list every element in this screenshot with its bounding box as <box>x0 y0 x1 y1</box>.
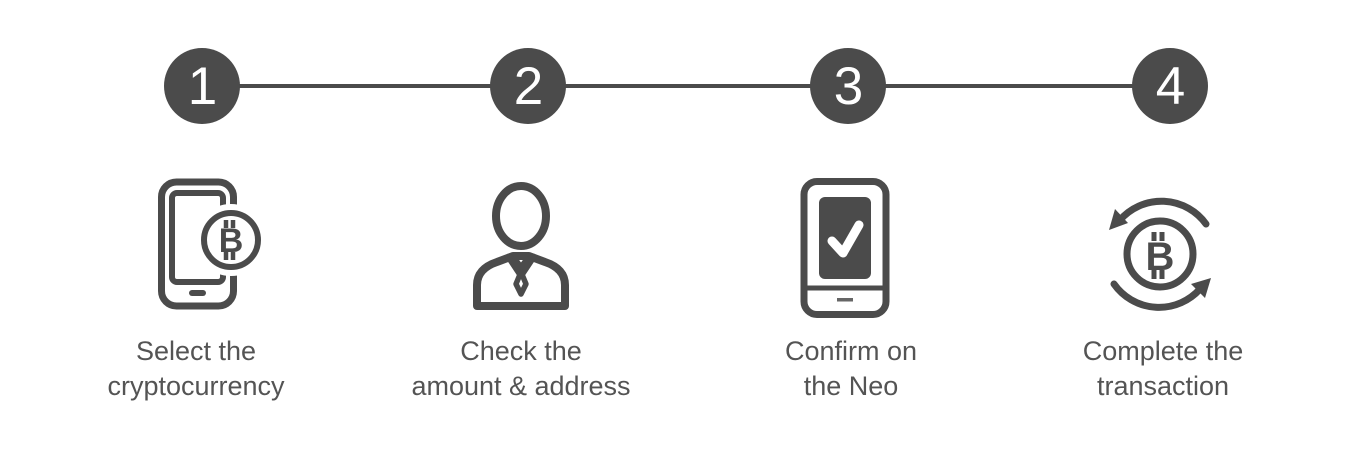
step-4-label-line2: transaction <box>1096 371 1230 401</box>
step-3-label-line1: Confirm on <box>784 336 918 366</box>
step-1-label: Select the cryptocurrency <box>36 334 356 404</box>
step-2-label-line2: amount & address <box>411 371 631 401</box>
bitcoin-cycle-icon: B <box>1098 178 1222 318</box>
step-2-badge: 2 <box>490 48 566 124</box>
step-1-badge: 1 <box>164 48 240 124</box>
step-3-number: 3 <box>833 56 864 116</box>
step-4-badge: 4 <box>1132 48 1208 124</box>
step-1-number: 1 <box>187 56 218 116</box>
step-connector-line <box>202 84 1170 88</box>
step-1-label-line2: cryptocurrency <box>107 371 285 401</box>
person-icon <box>466 182 576 310</box>
device-check-icon <box>800 178 890 318</box>
step-4-label-line1: Complete the <box>1082 336 1244 366</box>
step-3-label: Confirm on the Neo <box>691 334 1011 404</box>
step-1-label-line1: Select the <box>135 336 257 366</box>
step-2-label: Check the amount & address <box>361 334 681 404</box>
phone-bitcoin-icon: B <box>156 178 266 310</box>
step-4-number: 4 <box>1155 56 1186 116</box>
step-2-number: 2 <box>513 56 544 116</box>
step-2-label-line1: Check the <box>460 336 582 366</box>
device-brand-mark <box>837 298 853 302</box>
step-3-label-line2: the Neo <box>803 371 899 401</box>
step-4-label: Complete the transaction <box>1003 334 1323 404</box>
step-3-badge: 3 <box>810 48 886 124</box>
